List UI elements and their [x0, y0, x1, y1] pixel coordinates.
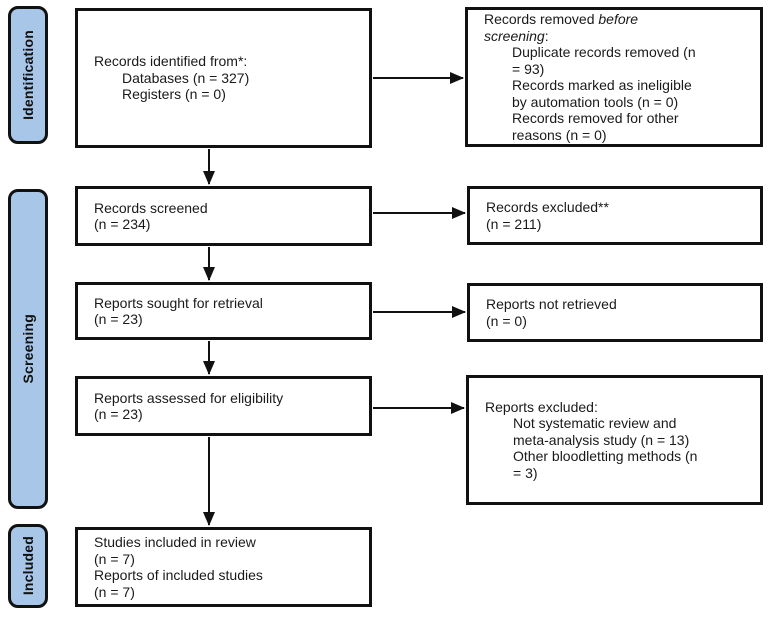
text-line: Studies included in review — [94, 534, 256, 550]
text-line: = 93) — [512, 60, 545, 77]
text-line: (n = 211) — [486, 215, 542, 232]
text-line: Registers (n = 0) — [122, 86, 226, 103]
text-line: (n = 23) — [94, 311, 143, 327]
text-line: meta-analysis study (n = 13) — [513, 431, 690, 448]
stage-label-identification: Identification — [8, 6, 48, 144]
text-line: Not systematic review and — [513, 415, 677, 432]
text-line: reasons (n = 0) — [512, 126, 607, 143]
text-line: Reports not retrieved — [486, 296, 617, 312]
text-line: = 3) — [513, 464, 538, 481]
stage-label-included: Included — [8, 524, 48, 608]
text-line: (n = 0) — [486, 312, 527, 329]
box-reports-assessed: Reports assessed for eligibility(n = 23) — [75, 376, 372, 436]
box-reports-sought: Reports sought for retrieval(n = 23) — [75, 282, 372, 340]
text-line: Reports sought for retrieval — [94, 294, 263, 311]
box-reports-not-retrieved: Reports not retrieved(n = 0) — [467, 283, 763, 342]
text-line: Reports assessed for eligibility — [94, 389, 284, 406]
text-line: Other bloodletting methods (n — [513, 448, 698, 465]
stage-label-identification-text: Identification — [20, 30, 36, 120]
text-line: Duplicate records removed (n — [512, 44, 696, 60]
text-line: (n = 23) — [94, 406, 143, 422]
box-records-identified: Records identified from*:Databases (n = … — [75, 8, 372, 148]
text-line: Records excluded** — [486, 199, 609, 215]
stage-label-included-text: Included — [20, 536, 36, 596]
stage-label-screening-text: Screening — [20, 314, 36, 384]
text-line: Records identified from*: — [94, 53, 248, 70]
text-line: (n = 7) — [94, 550, 135, 567]
box-studies-included: Studies included in review(n = 7)Reports… — [75, 527, 372, 607]
stage-label-screening: Screening — [8, 189, 48, 509]
text-line: Records removed for other — [512, 110, 679, 126]
box-records-screened: Records screened(n = 234) — [75, 186, 372, 246]
text-line: screening: — [484, 27, 549, 44]
text-line: by automation tools (n = 0) — [512, 93, 679, 110]
text-line: Records marked as ineligible — [512, 77, 692, 93]
text-line: Databases (n = 327) — [122, 69, 250, 86]
text-line: Records removed before — [484, 11, 639, 27]
text-line: Reports excluded: — [485, 398, 598, 415]
text-line: (n = 7) — [94, 583, 135, 600]
text-line: Records screened — [94, 199, 208, 216]
text-line: Reports of included studies — [94, 567, 263, 583]
box-records-excluded: Records excluded**(n = 211) — [467, 186, 763, 245]
box-reports-excluded: Reports excluded:Not systematic review a… — [466, 375, 763, 505]
text-line: (n = 234) — [94, 216, 151, 232]
